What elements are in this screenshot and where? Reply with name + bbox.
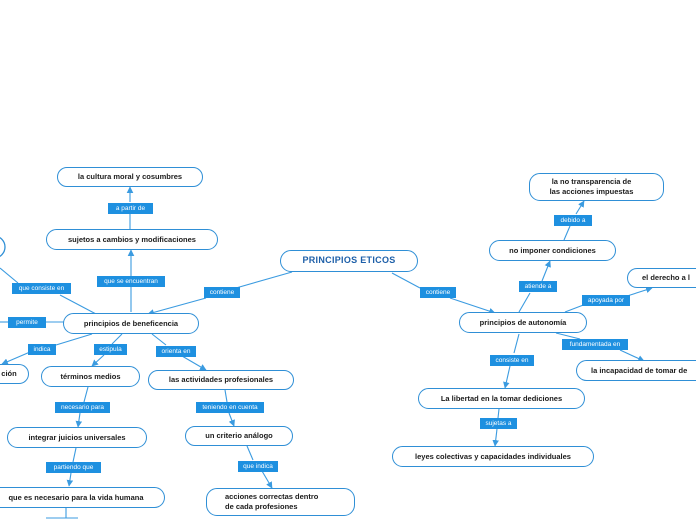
edge-terminos-necesario bbox=[83, 386, 89, 403]
link-contiene-left[interactable]: contiene bbox=[204, 287, 240, 298]
node-no-transparencia[interactable]: la no transparencia de las acciones impu… bbox=[529, 173, 664, 201]
edge-indica-cion bbox=[1, 351, 31, 365]
edge-beneficencia-consiste bbox=[59, 294, 97, 315]
node-partial-top-left bbox=[0, 237, 6, 257]
edge-autonomia-fundamentada bbox=[555, 332, 581, 340]
link-atiende-a[interactable]: atiende a bbox=[519, 281, 557, 292]
edge-atiende-noimponer bbox=[541, 260, 551, 282]
node-derecho[interactable]: el derecho a l bbox=[627, 268, 696, 288]
edge-debido-transparencia bbox=[575, 200, 585, 215]
edge-libertad-sujetas bbox=[497, 408, 500, 419]
edge-actividades-teniendo bbox=[224, 389, 228, 403]
edge-vida-below bbox=[46, 508, 78, 519]
edge-criterio-indica bbox=[246, 445, 254, 461]
edge-orienta-actividades bbox=[181, 355, 207, 371]
edge-autonomia-consiste bbox=[513, 333, 520, 354]
node-principios-beneficencia[interactable]: principios de beneficencia bbox=[63, 313, 199, 334]
link-necesario-para[interactable]: necesario para bbox=[55, 402, 110, 413]
node-criterio-analogo[interactable]: un criterio análogo bbox=[185, 426, 293, 446]
link-contiene-right[interactable]: contiene bbox=[420, 287, 456, 298]
edge-fundamentada-incapacidad bbox=[619, 349, 645, 362]
link-teniendo-en-cuenta[interactable]: teniendo en cuenta bbox=[196, 402, 264, 413]
node-terminos-medios[interactable]: términos medios bbox=[41, 366, 140, 387]
edge-root-autonomia bbox=[391, 272, 421, 289]
edge-noimponer-debido bbox=[563, 225, 571, 241]
edge-consiste-libertad bbox=[503, 365, 511, 389]
node-incapacidad[interactable]: la incapacidad de tomar de bbox=[576, 360, 696, 381]
link-sujetas-a[interactable]: sujetas a bbox=[480, 418, 517, 429]
link-apoyada-por[interactable]: apoyada por bbox=[582, 295, 630, 306]
edge-estipula-terminos bbox=[91, 354, 105, 367]
edge-beneficencia-estipula bbox=[111, 333, 123, 345]
edge-sujetas-leyes bbox=[492, 428, 499, 447]
edge-necesario-integrar bbox=[75, 412, 83, 428]
node-cultura-moral[interactable]: la cultura moral y cosumbres bbox=[57, 167, 203, 187]
link-indica[interactable]: indica bbox=[28, 344, 56, 355]
node-sujetos-cambios[interactable]: sujetos a cambios y modificaciones bbox=[46, 229, 218, 250]
node-acciones-correctas[interactable]: acciones correctas dentro de cada profes… bbox=[206, 488, 355, 516]
edge-beneficencia-indica bbox=[55, 333, 93, 346]
edge-consiste-left bbox=[0, 267, 19, 284]
node-actividades-profesionales[interactable]: las actividades profesionales bbox=[148, 370, 294, 390]
link-consiste-en[interactable]: consiste en bbox=[490, 355, 534, 366]
node-necesario-vida[interactable]: que es necesario para la vida humana bbox=[0, 487, 165, 508]
node-integrar-juicios[interactable]: integrar juicios universales bbox=[7, 427, 147, 448]
link-permite[interactable]: permite bbox=[8, 317, 46, 328]
link-partiendo-que[interactable]: partiendo que bbox=[46, 462, 101, 473]
edge-contiene-beneficencia bbox=[147, 297, 207, 316]
node-libertad[interactable]: La libertad en la tomar dediciones bbox=[418, 388, 585, 409]
edge-beneficencia-orienta bbox=[151, 333, 167, 346]
node-cion[interactable]: ción bbox=[0, 364, 29, 384]
link-que-indica[interactable]: que indica bbox=[238, 461, 278, 472]
edge-integrar-partiendo bbox=[72, 447, 77, 463]
node-principios-eticos[interactable]: PRINCIPIOS ETICOS bbox=[280, 250, 418, 272]
node-leyes-colectivas[interactable]: leyes colectivas y capacidades individua… bbox=[392, 446, 594, 467]
node-no-imponer[interactable]: no imponer condiciones bbox=[489, 240, 616, 261]
edge-teniendo-criterio bbox=[228, 412, 235, 427]
node-principios-autonomia[interactable]: principios de autonomía bbox=[459, 312, 587, 333]
link-estipula[interactable]: estipula bbox=[94, 344, 127, 355]
edge-indica-acciones bbox=[261, 470, 273, 489]
link-que-consiste-en[interactable]: que consiste en bbox=[12, 283, 71, 294]
link-a-partir-de[interactable]: a partir de bbox=[108, 203, 153, 214]
edge-autonomia-atiende bbox=[518, 292, 531, 313]
edge-contiene-autonomia bbox=[449, 297, 496, 315]
edge-partiendo-vida bbox=[66, 472, 74, 487]
link-fundamentada-en[interactable]: fundamentada en bbox=[562, 339, 628, 350]
link-que-se-encuentran[interactable]: que se encuentran bbox=[97, 276, 165, 287]
link-orienta-en[interactable]: orienta en bbox=[156, 346, 196, 357]
link-debido-a[interactable]: debido a bbox=[554, 215, 592, 226]
